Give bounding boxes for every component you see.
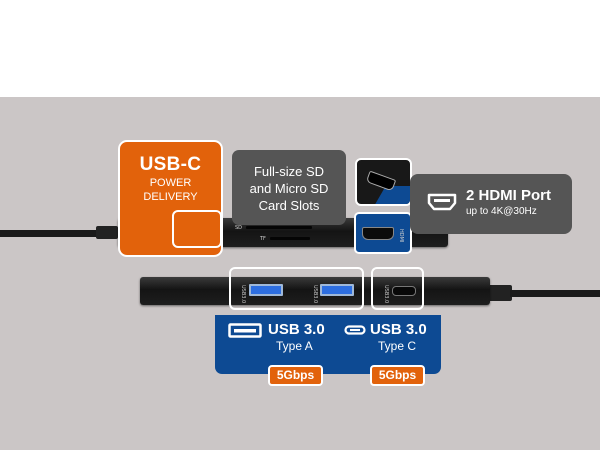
sd-line-3: Card Slots bbox=[258, 198, 320, 213]
usb-c-power-delivery-callout: USB-C POWER DELIVERY bbox=[118, 140, 223, 257]
delivery-label: DELIVERY bbox=[143, 191, 198, 203]
usb-a-icon bbox=[228, 323, 262, 338]
usb-c-title: USB-C bbox=[139, 154, 202, 175]
usb-c-subtitle: Type C bbox=[378, 339, 417, 353]
power-label: POWER bbox=[149, 177, 192, 189]
top-cable-connector bbox=[96, 226, 118, 239]
usb-c-port-highlight bbox=[371, 267, 424, 310]
sd-line-1: Full-size SD bbox=[253, 164, 325, 179]
sd-card-callout: Full-size SD and Micro SD Card Slots bbox=[232, 150, 346, 225]
sd-slot-label: SD bbox=[235, 225, 243, 231]
bottom-cable-connector bbox=[488, 285, 512, 301]
usb-a-speed-badge: 5Gbps bbox=[268, 365, 323, 386]
usb-ports-callout: USB 3.0 Type A USB 3.0 Type C bbox=[215, 315, 441, 374]
usb-a-port-2 bbox=[320, 284, 354, 296]
usb-a-subtitle: Type A bbox=[276, 339, 313, 353]
usb-a-ports-highlight bbox=[229, 267, 364, 310]
top-cable bbox=[0, 230, 100, 237]
usb-c-icon bbox=[344, 325, 366, 335]
tf-slot-label: TF bbox=[260, 236, 266, 242]
hdmi-port bbox=[362, 227, 394, 240]
usb-c-pd-port-highlight bbox=[172, 210, 222, 248]
usb-a-title: USB 3.0 bbox=[268, 321, 325, 338]
usb-a-port-1 bbox=[249, 284, 283, 296]
sd-card-slot bbox=[246, 226, 312, 229]
hdmi-subtitle: up to 4K@30Hz bbox=[466, 206, 537, 217]
usb-c-data-port bbox=[392, 286, 416, 296]
bottom-cable bbox=[510, 290, 600, 297]
usb-a-port-1-label: USB3.0 bbox=[240, 285, 246, 304]
hdmi-port-label: HDMI bbox=[398, 229, 404, 243]
hdmi-closeup-inset bbox=[355, 158, 412, 206]
hdmi-title: 2 HDMI Port bbox=[466, 187, 552, 204]
usb-a-port-2-label: USB3.0 bbox=[312, 285, 318, 304]
micro-sd-slot bbox=[270, 237, 310, 240]
usb-c-speed-badge: 5Gbps bbox=[370, 365, 425, 386]
hdmi-callout: 2 HDMI Port up to 4K@30Hz bbox=[410, 174, 572, 234]
sd-line-2: and Micro SD bbox=[249, 181, 329, 196]
bottom-hub-body bbox=[140, 277, 490, 305]
usb-c-port-label: USB3.0 bbox=[383, 285, 389, 304]
usb-c-title: USB 3.0 bbox=[370, 321, 427, 338]
hdmi-closeup-port bbox=[365, 170, 397, 192]
hdmi-icon bbox=[427, 193, 457, 211]
